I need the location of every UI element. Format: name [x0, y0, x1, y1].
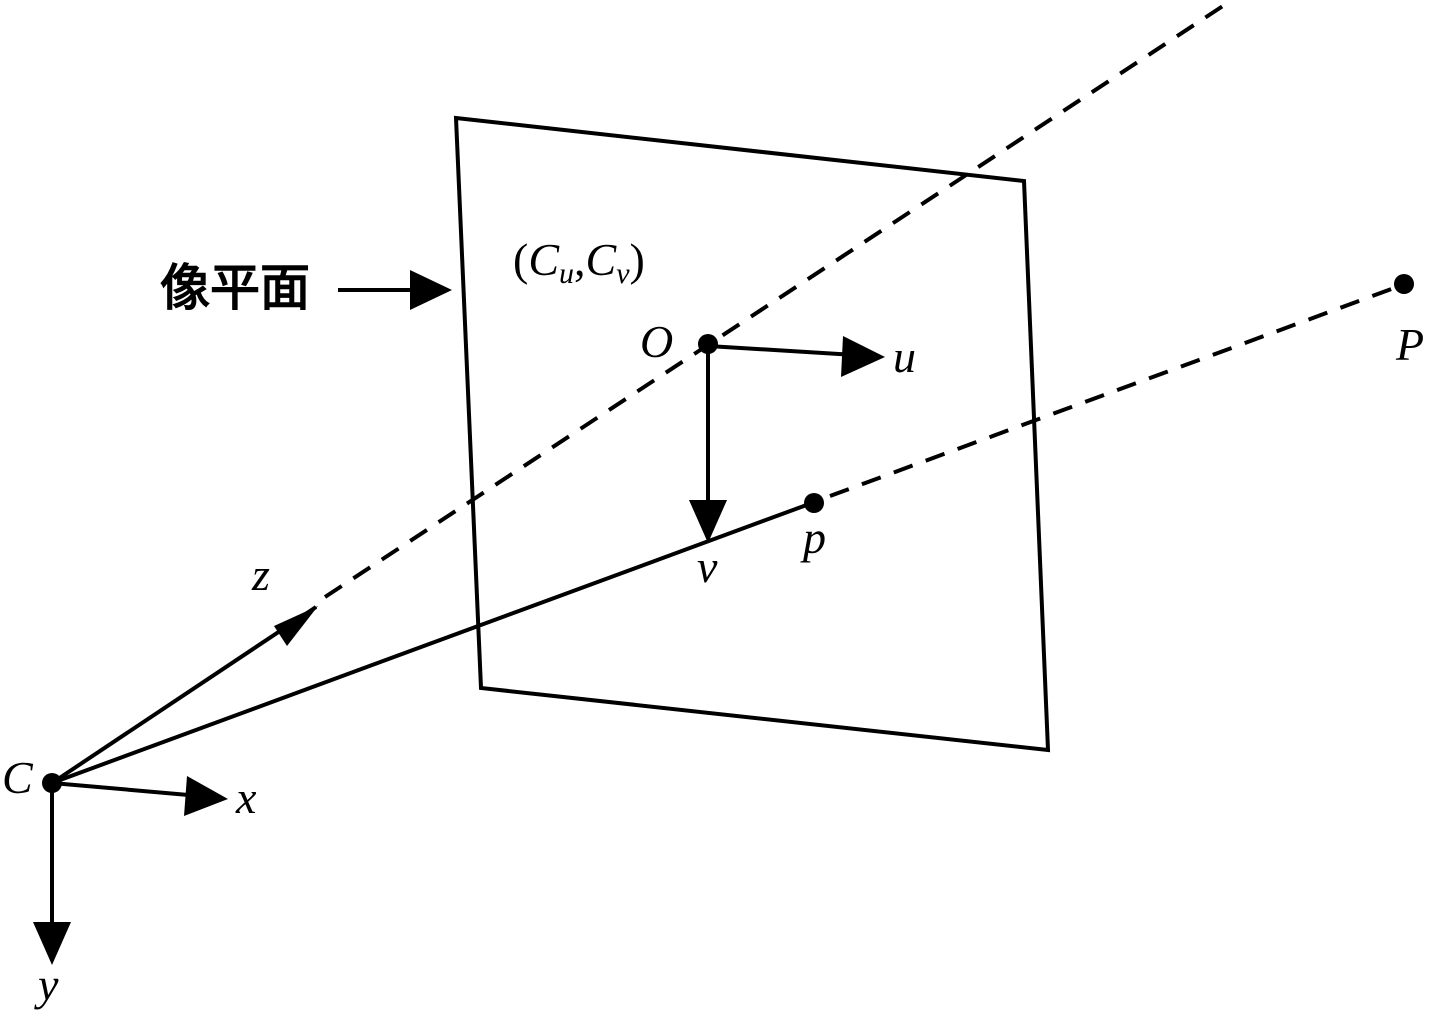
- camera-axis-y-label: y: [34, 959, 59, 1010]
- projection-ray-solid: [51, 501, 813, 785]
- image-axis-u-label: u: [893, 331, 916, 382]
- image-axis-u-arrowhead: [841, 336, 885, 377]
- image-axis-v-label: v: [697, 541, 718, 592]
- camera-axis-z-arrowhead: [274, 606, 318, 646]
- world-point-P-label: P: [1395, 319, 1424, 370]
- world-point-P-dot: [1394, 274, 1414, 294]
- image-plane-pointer-arrowhead: [410, 270, 452, 310]
- camera-axis-z-label: z: [251, 549, 270, 600]
- image-axis-u-arrow: [707, 344, 856, 357]
- projection-ray-dashed: [829, 282, 1406, 498]
- camera-axis-x-label: x: [235, 772, 257, 823]
- image-point-p-dot: [804, 493, 824, 513]
- image-plane-label: 像平面: [160, 259, 310, 317]
- optical-axis-dashed: [323, 0, 1234, 599]
- image-point-p-label: p: [800, 512, 826, 563]
- camera-axis-y-arrowhead: [33, 922, 71, 965]
- principal-point-label: (Cu,Cv): [513, 234, 645, 290]
- origin-o-point: [698, 334, 718, 354]
- camera-center-point: [42, 773, 62, 793]
- origin-o-label: O: [640, 316, 673, 367]
- camera-axis-x-arrowhead: [184, 776, 228, 816]
- image-axis-v-arrowhead: [689, 500, 727, 543]
- camera-axis-z-arrow: [50, 605, 318, 785]
- image-plane-outline: [453, 115, 1051, 753]
- camera-axis-x-arrow: [51, 781, 201, 798]
- camera-center-label: C: [2, 752, 34, 803]
